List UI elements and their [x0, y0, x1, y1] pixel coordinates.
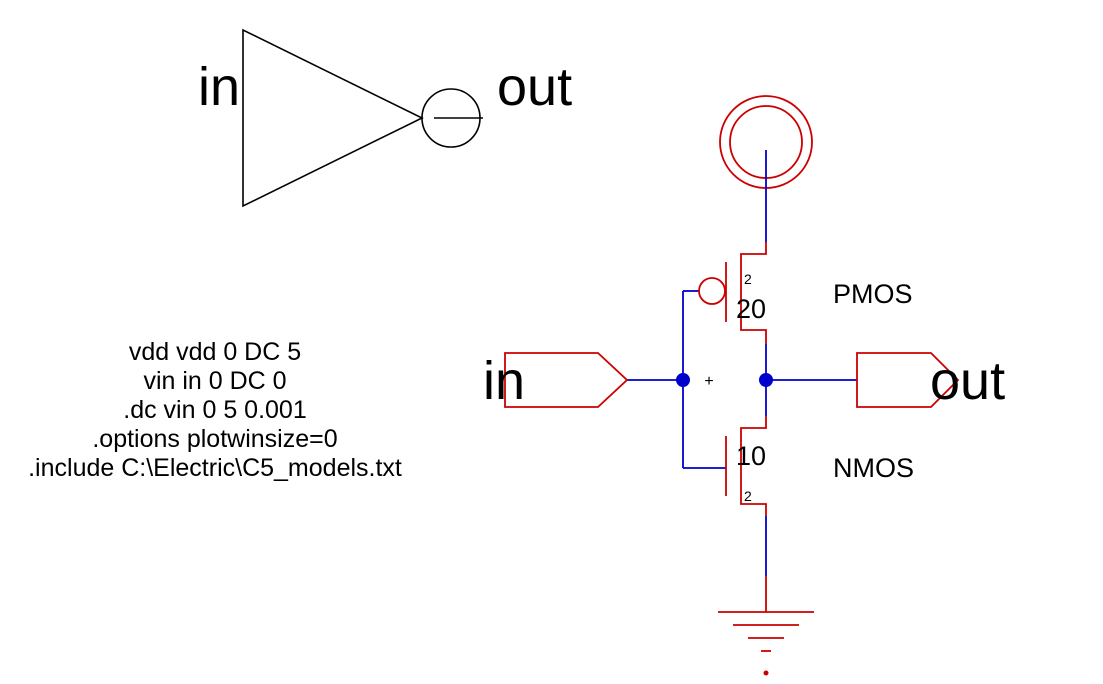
- inverter-output-label: out: [497, 57, 572, 117]
- wires[interactable]: [627, 150, 857, 576]
- pmos-name-label: PMOS: [833, 279, 913, 309]
- spice-line: vin in 0 DC 0: [143, 367, 286, 395]
- pmos-channel: [740, 242, 767, 344]
- spice-line: vdd vdd 0 DC 5: [129, 338, 301, 366]
- input-pin-shape: [504, 352, 629, 408]
- output-pin-label: out: [930, 351, 1005, 411]
- spice-card[interactable]: vdd vdd 0 DC 5 vin in 0 DC 0 .dc vin 0 5…: [28, 338, 402, 482]
- junction-dot-gate[interactable]: [676, 373, 690, 387]
- pmos-transistor[interactable]: 2 20 PMOS: [698, 242, 913, 344]
- inverter-triangle: [242, 28, 424, 208]
- input-pin-label: in: [483, 351, 525, 411]
- input-pin[interactable]: in: [483, 351, 629, 411]
- pmos-bubble: [698, 277, 726, 305]
- ground-tip-dot: [763, 670, 769, 676]
- nmos-length-label: 2: [744, 488, 752, 504]
- output-pin[interactable]: out: [856, 351, 1005, 411]
- spice-line: .include C:\Electric\C5_models.txt: [28, 454, 402, 482]
- nmos-width-label: 10: [736, 441, 766, 471]
- spice-line: .dc vin 0 5 0.001: [123, 396, 306, 424]
- nmos-transistor[interactable]: 10 2 NMOS: [725, 416, 914, 516]
- inverter-symbol[interactable]: in out: [198, 28, 572, 208]
- spice-line: .options plotwinsize=0: [92, 425, 337, 453]
- ground-symbol[interactable]: [718, 576, 814, 676]
- junction-plus-label: +: [704, 373, 713, 390]
- pmos-length-label: 2: [744, 271, 752, 287]
- inverter-input-label: in: [198, 57, 240, 117]
- pmos-width-label: 20: [736, 294, 766, 324]
- nmos-name-label: NMOS: [833, 453, 914, 483]
- junction-dot-drain[interactable]: [759, 373, 773, 387]
- nmos-channel: [740, 416, 767, 516]
- output-pin-shape: [856, 352, 960, 408]
